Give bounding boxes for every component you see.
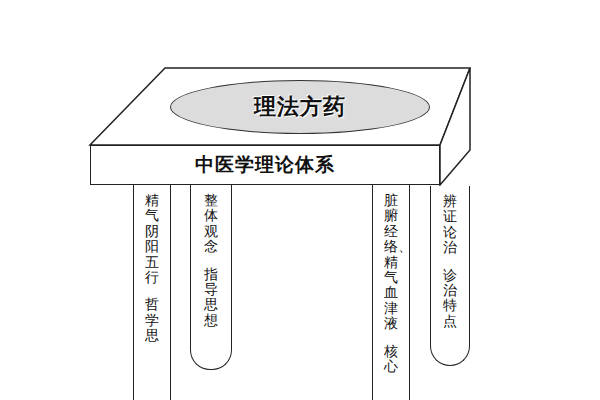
vertical-label: 哲学思 <box>145 297 159 343</box>
node-label: 中医学理论体系 <box>195 152 335 178</box>
vertical-label: 辨证论治 <box>443 194 457 256</box>
front-band: 中医学理论体系 <box>90 145 440 185</box>
vertical-label: 诊治特点 <box>443 268 457 330</box>
pillar-leg: 辨证论治诊治特点 <box>430 186 470 366</box>
vertical-label: 精气阴阳五行 <box>145 193 159 285</box>
node-label: 理法方药 <box>254 92 346 122</box>
top-ellipse: 理法方药 <box>170 80 430 134</box>
vertical-label: 核心 <box>384 344 398 375</box>
pillar-leg: 整体观念指导思想 <box>190 185 232 370</box>
vertical-label: 整体观念 <box>204 193 218 255</box>
pillar-leg: 精气阴阳五行哲学思 <box>133 185 171 400</box>
vertical-label: 脏腑经络、精气血津液 <box>384 193 398 332</box>
vertical-label: 指导思想 <box>204 267 218 329</box>
pillar-leg: 脏腑经络、精气血津液核心 <box>372 185 410 400</box>
